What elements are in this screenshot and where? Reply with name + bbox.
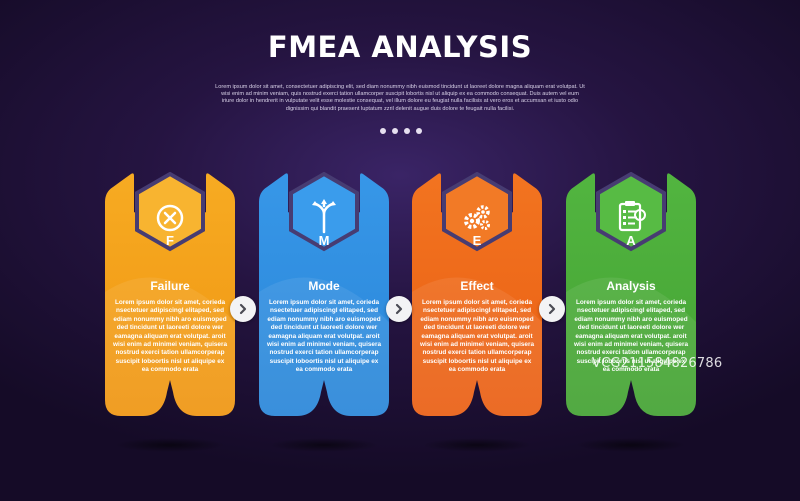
card-shadow bbox=[576, 438, 686, 452]
split-arrows-icon bbox=[293, 192, 355, 258]
card-shadow bbox=[422, 438, 532, 452]
dot bbox=[404, 128, 410, 134]
chevron-right-icon bbox=[395, 303, 403, 315]
card-effect: E Effect Lorem ipsum dolor sit amet, cor… bbox=[412, 172, 542, 420]
card-letter: M bbox=[318, 233, 330, 248]
page-title: FMEA ANALYSIS bbox=[267, 30, 533, 64]
card-shadow bbox=[269, 438, 379, 452]
card-mode-shape bbox=[259, 172, 389, 416]
card-text: Lorem ipsum dolor sit amet, corieda nsec… bbox=[574, 299, 689, 374]
card-title: Mode bbox=[308, 279, 340, 293]
card-effect-shape bbox=[412, 172, 542, 416]
dot bbox=[416, 128, 422, 134]
card-letter: A bbox=[626, 233, 636, 248]
chevron-right-icon bbox=[548, 303, 556, 315]
watermark: VCG211584826786 bbox=[592, 356, 723, 371]
card-shadow bbox=[115, 438, 225, 452]
card-letter: E bbox=[472, 233, 482, 248]
card-title: Failure bbox=[150, 279, 190, 293]
clipboard-checklist-icon bbox=[600, 192, 662, 258]
dot bbox=[392, 128, 398, 134]
card-title: Effect bbox=[460, 279, 494, 293]
close-circle-icon bbox=[139, 192, 201, 258]
page-subtitle: Lorem ipsum dolor sit amet, consectetuer… bbox=[215, 84, 585, 112]
card-text: Lorem ipsum dolor sit amet, corieda nsec… bbox=[420, 299, 535, 374]
card-analysis: A Analysis Lorem ipsum dolor sit amet, c… bbox=[566, 172, 696, 420]
gears-icon bbox=[446, 192, 508, 258]
card-text: Lorem ipsum dolor sit amet, corieda nsec… bbox=[267, 299, 382, 374]
card-failure: F Failure Lorem ipsum dolor sit amet, co… bbox=[105, 172, 235, 420]
card-letter: F bbox=[166, 233, 174, 248]
next-arrow-3 bbox=[539, 296, 565, 322]
card-text: Lorem ipsum dolor sit amet, corieda nsec… bbox=[113, 299, 228, 374]
chevron-right-icon bbox=[239, 303, 247, 315]
card-mode: M Mode Lorem ipsum dolor sit amet, corie… bbox=[259, 172, 389, 420]
card-title: Analysis bbox=[606, 279, 656, 293]
next-arrow-2 bbox=[386, 296, 412, 322]
next-arrow-1 bbox=[230, 296, 256, 322]
pagination-dots bbox=[380, 128, 422, 134]
card-failure-shape bbox=[105, 172, 235, 416]
dot bbox=[380, 128, 386, 134]
